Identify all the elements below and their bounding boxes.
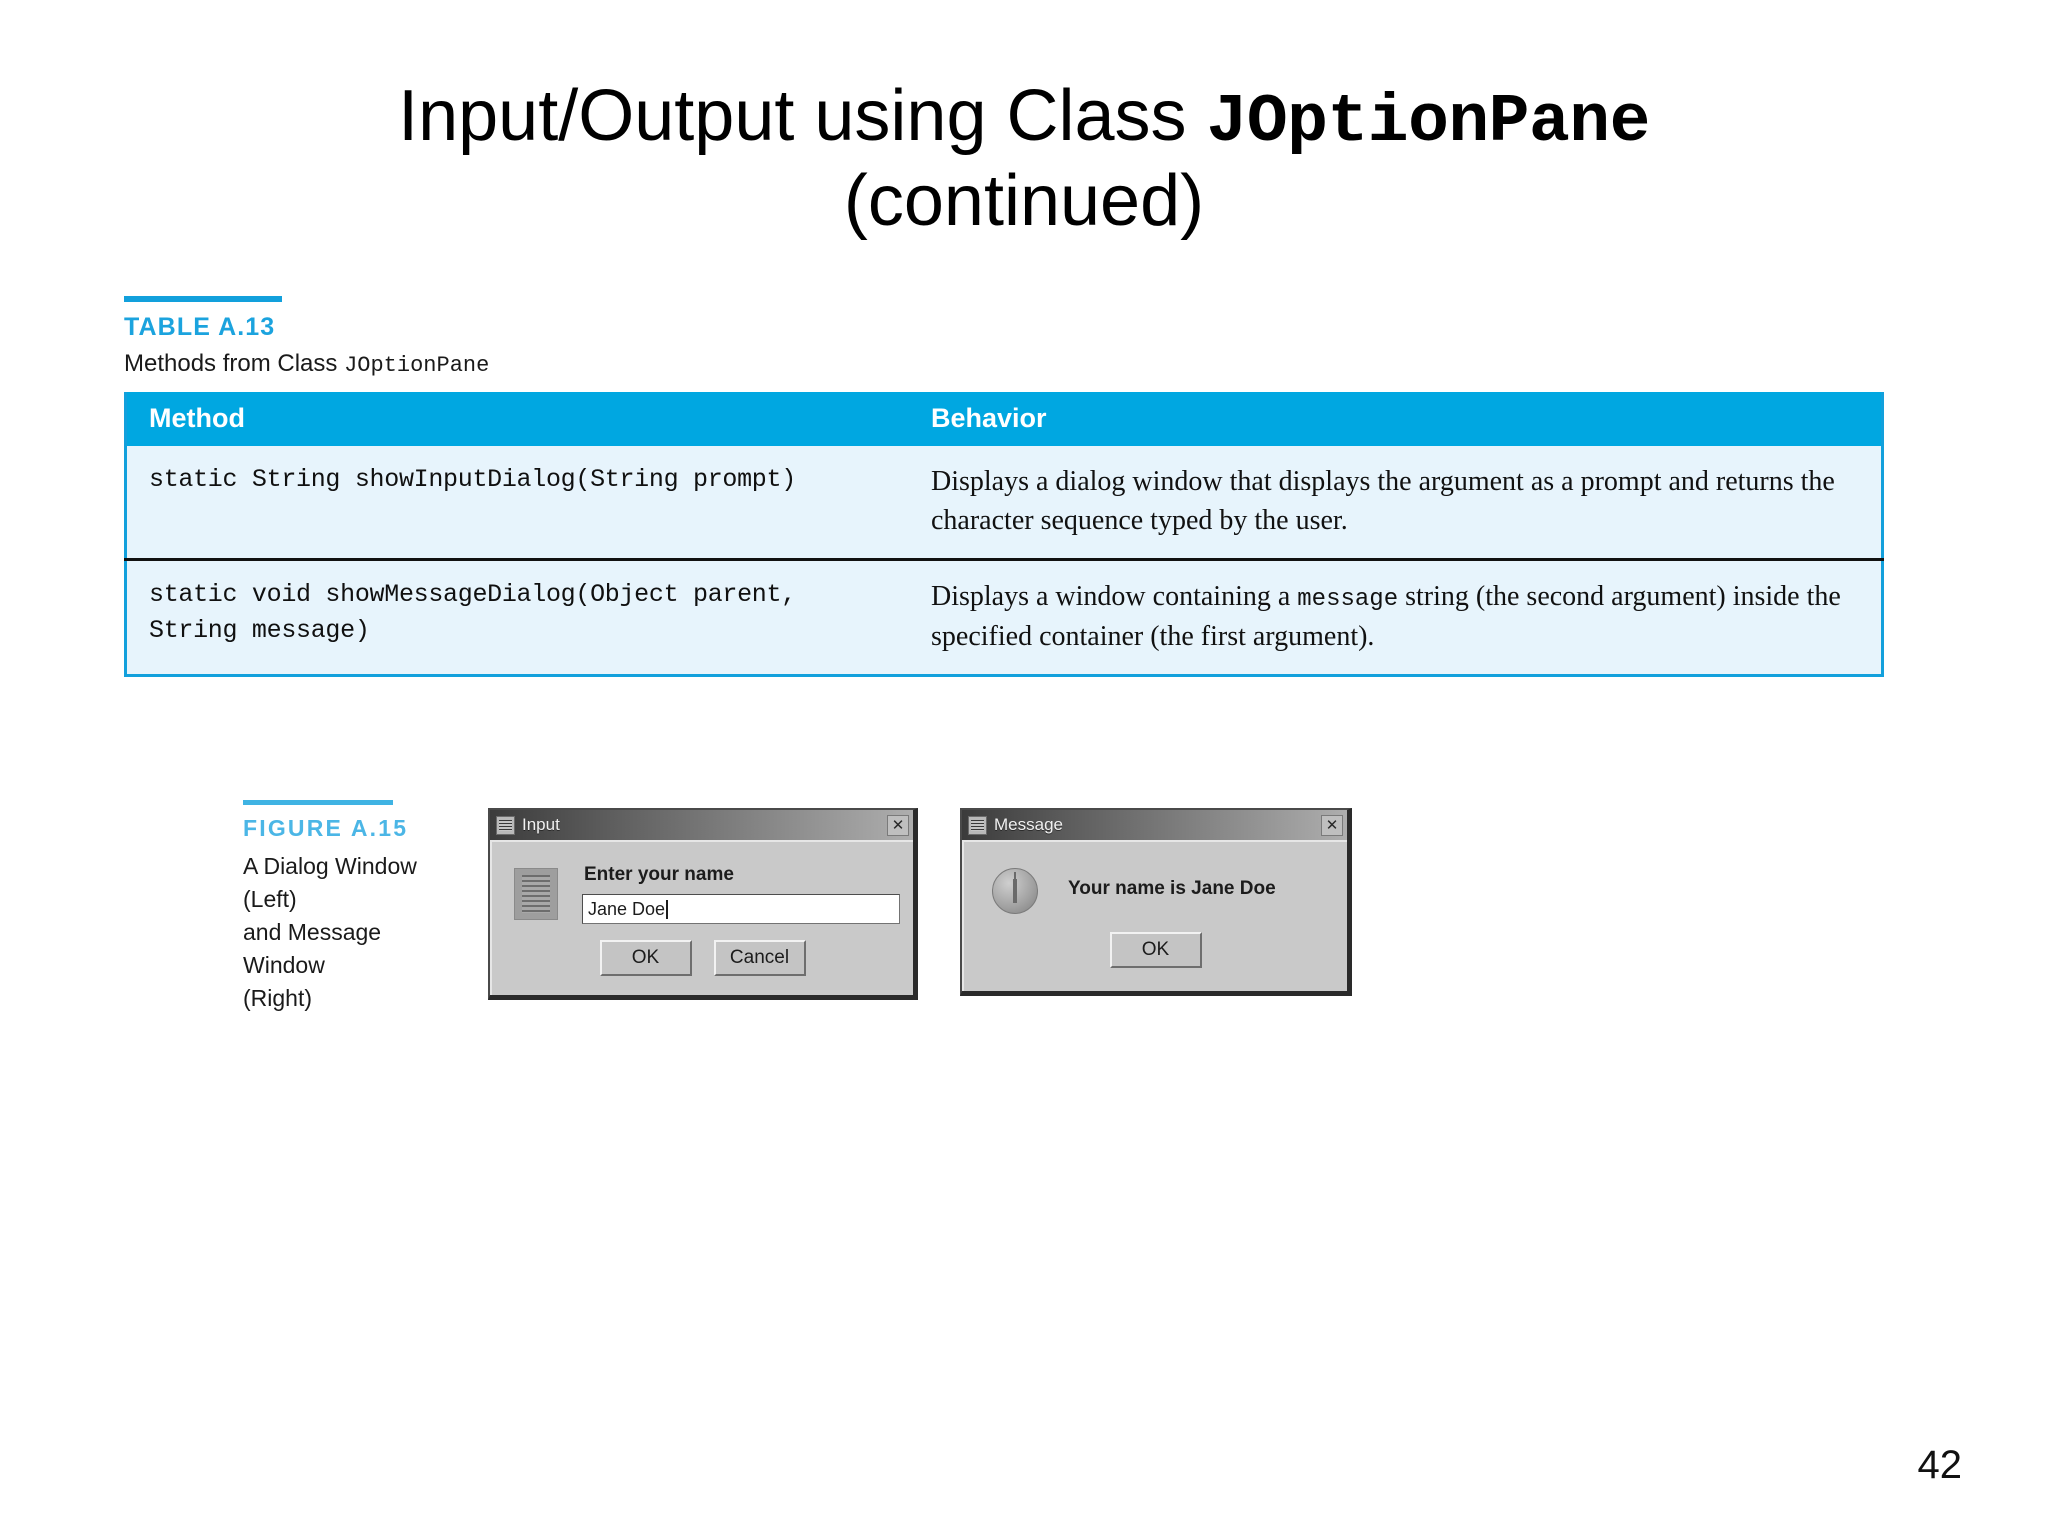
behavior-text-prefix: Displays a window containing a bbox=[931, 581, 1298, 613]
figure-description: A Dialog Window (Left) and Message Windo… bbox=[243, 850, 458, 1016]
information-icon bbox=[992, 868, 1038, 914]
text-caret bbox=[666, 899, 669, 919]
figure-label: FIGURE A.15 bbox=[243, 815, 409, 841]
input-dialog-titlebar[interactable]: Input ✕ bbox=[490, 810, 913, 840]
page-title: Input/Output using Class JOptionPane (co… bbox=[0, 76, 2048, 242]
behavior-text-mono: message bbox=[1297, 586, 1399, 614]
ok-button[interactable]: OK bbox=[1109, 932, 1202, 968]
input-dialog-window[interactable]: Input ✕ Enter your name Jane Doe OK Canc… bbox=[488, 808, 918, 1000]
table-description: Methods from Class JOptionPane bbox=[124, 350, 1924, 378]
table-description-class-name: JOptionPane bbox=[344, 353, 490, 378]
figure-caption: FIGURE A.15 A Dialog Window (Left) and M… bbox=[243, 800, 458, 1016]
figure-description-line-2: and Message Window bbox=[243, 919, 382, 979]
name-input-value: Jane Doe bbox=[588, 898, 666, 919]
input-dialog-title: Input bbox=[522, 815, 560, 834]
message-dialog-body: Your name is Jane Doe OK bbox=[962, 840, 1347, 991]
close-icon[interactable]: ✕ bbox=[1321, 814, 1343, 836]
cell-method: static String showInputDialog(String pro… bbox=[125, 446, 909, 560]
table-description-text: Methods from Class bbox=[124, 350, 345, 377]
methods-table: Method Behavior static String showInputD… bbox=[124, 392, 1884, 678]
cancel-button[interactable]: Cancel bbox=[713, 940, 806, 976]
figure-caption-rule bbox=[243, 800, 393, 805]
message-dialog-titlebar[interactable]: Message ✕ bbox=[962, 810, 1347, 840]
page-title-class-name: JOptionPane bbox=[1206, 84, 1651, 161]
cell-behavior: Displays a dialog window that displays t… bbox=[909, 446, 1883, 560]
window-app-icon bbox=[496, 815, 515, 835]
table-row: static void showMessageDialog(Object par… bbox=[125, 558, 1883, 676]
behavior-text: Displays a dialog window that displays t… bbox=[931, 466, 1835, 537]
behavior-text-suffix: string (the second argument) inside the … bbox=[931, 581, 1841, 652]
message-dialog-text: Your name is Jane Doe bbox=[1068, 878, 1276, 899]
close-icon[interactable]: ✕ bbox=[887, 814, 909, 836]
message-dialog-window[interactable]: Message ✕ Your name is Jane Doe OK bbox=[960, 808, 1352, 996]
table-caption-rule bbox=[124, 296, 282, 302]
ok-button[interactable]: OK bbox=[599, 940, 692, 976]
message-dialog-title: Message bbox=[994, 815, 1063, 834]
column-header-method: Method bbox=[125, 392, 909, 446]
input-dialog-button-row: OK Cancel bbox=[492, 940, 913, 976]
table-row: static String showInputDialog(String pro… bbox=[125, 446, 1883, 560]
figure-description-line-1: A Dialog Window (Left) bbox=[243, 853, 417, 913]
page-title-subline: (continued) bbox=[843, 161, 1205, 242]
page-title-text: Input/Output using Class bbox=[398, 76, 1207, 156]
message-dialog-button-row: OK bbox=[964, 932, 1347, 968]
input-dialog-body: Enter your name Jane Doe OK Cancel bbox=[490, 840, 913, 995]
figure-description-line-3: (Right) bbox=[243, 985, 313, 1012]
page-number: 42 bbox=[1917, 1443, 1963, 1487]
table-label: TABLE A.13 bbox=[124, 313, 276, 341]
window-app-icon bbox=[968, 815, 987, 835]
name-input-field[interactable]: Jane Doe bbox=[582, 894, 900, 924]
cell-behavior: Displays a window containing a message s… bbox=[909, 558, 1883, 676]
question-icon bbox=[514, 868, 558, 920]
table-header-row: Method Behavior bbox=[125, 392, 1883, 446]
table-block: TABLE A.13 Methods from Class JOptionPan… bbox=[124, 296, 1924, 678]
cell-method: static void showMessageDialog(Object par… bbox=[125, 558, 909, 676]
column-header-behavior: Behavior bbox=[909, 392, 1883, 446]
input-dialog-prompt: Enter your name bbox=[584, 864, 734, 885]
